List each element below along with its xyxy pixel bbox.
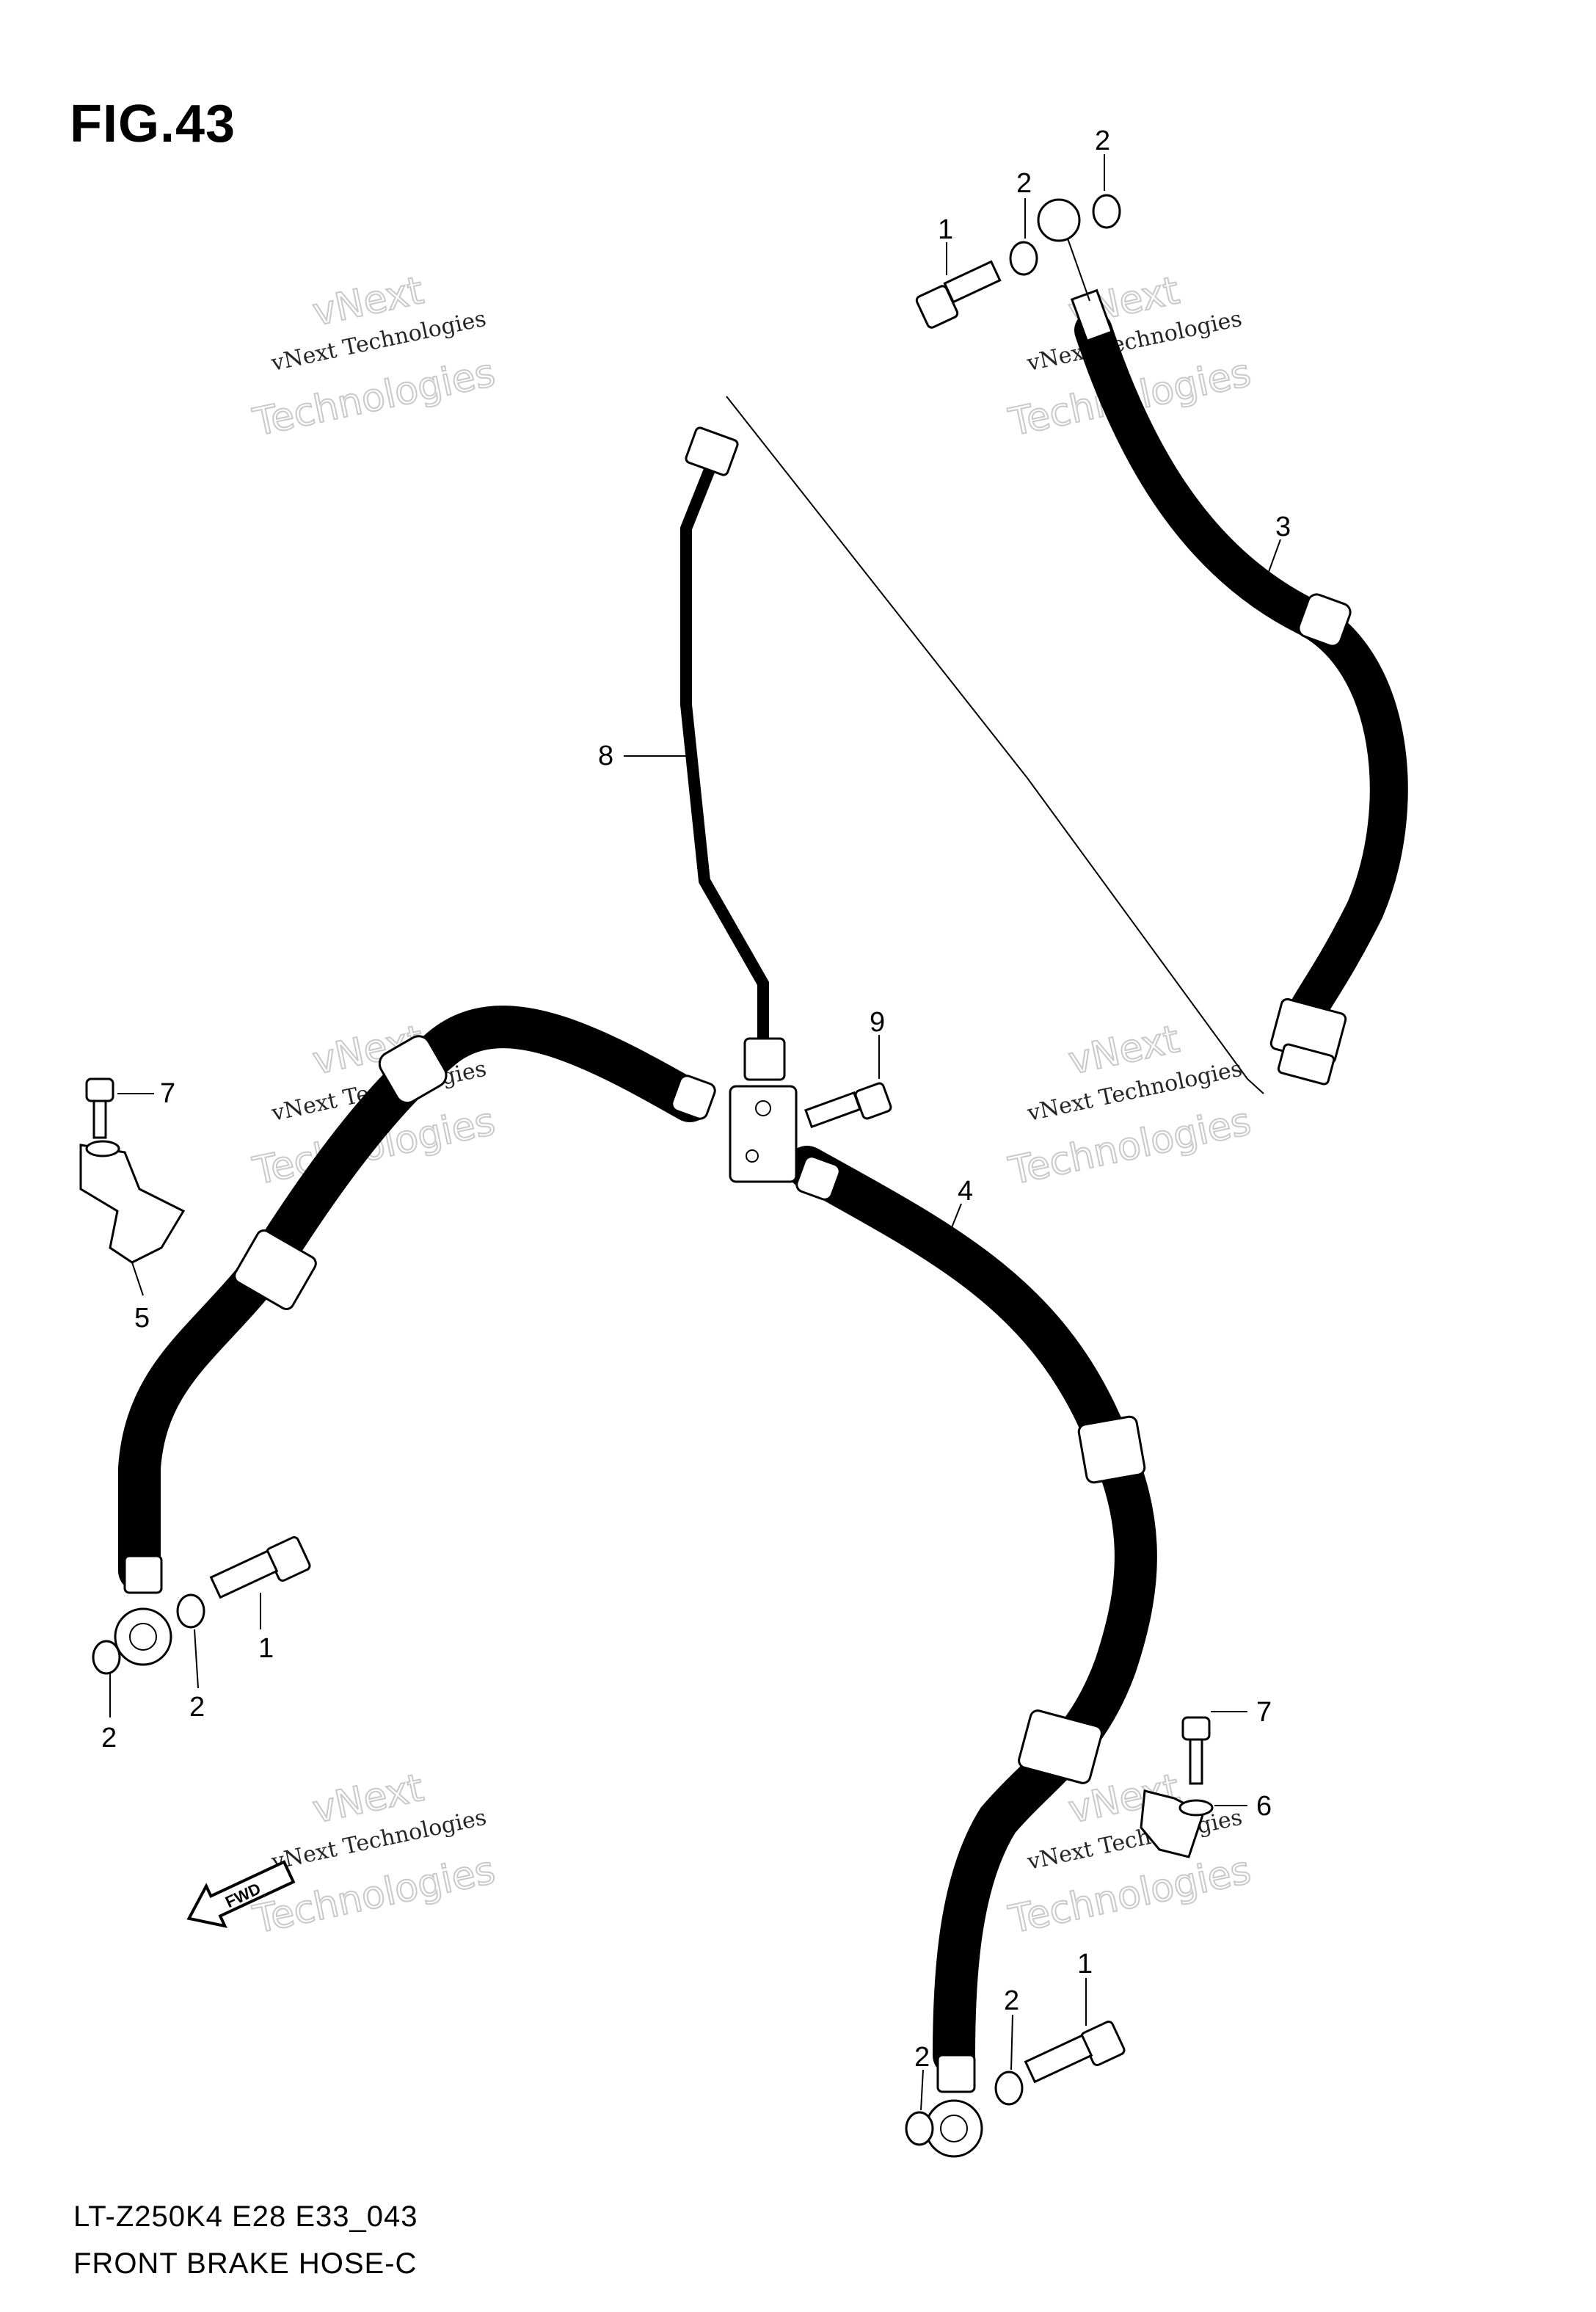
callout-2-right-a: 2 <box>1004 1985 1019 2016</box>
callout-2-top-a: 2 <box>1016 168 1032 199</box>
callout-9: 9 <box>870 1007 885 1038</box>
callout-2-right-b: 2 <box>914 2042 930 2073</box>
callout-leaders <box>109 154 1281 2111</box>
callout-2-left-a: 2 <box>189 1692 205 1723</box>
callout-5: 5 <box>134 1303 150 1334</box>
washer-2-right-b <box>905 2111 934 2146</box>
main-hose-4 <box>114 1006 1157 2158</box>
bracket-6 <box>1140 1789 1214 1858</box>
callout-7-left: 7 <box>160 1078 175 1109</box>
brake-pipe-8 <box>680 426 786 1081</box>
figure-name: FRONT BRAKE HOSE-C <box>73 2247 418 2280</box>
model-code: LT-Z250K4 E28 E33_043 <box>73 2200 418 2233</box>
bolt-7-left <box>85 1077 114 1139</box>
watermark-top-left: vNext vNext Technologies Technologies <box>249 268 500 446</box>
connection-line <box>726 396 1248 1080</box>
callout-2-left-b: 2 <box>101 1723 117 1753</box>
watermark-mid-right: vNext vNext Technologies Technologies <box>1005 1017 1256 1195</box>
callout-2-top-b: 2 <box>1095 126 1110 156</box>
washer-2-left-b <box>92 1640 121 1675</box>
callout-3: 3 <box>1275 512 1291 542</box>
bolt-1-left <box>209 1536 311 1599</box>
callout-8: 8 <box>598 741 613 771</box>
bolt-7-right <box>1181 1716 1211 1785</box>
washer-2-right-a <box>994 2071 1024 2106</box>
figure-title: FIG.43 <box>70 95 236 153</box>
callout-6: 6 <box>1256 1791 1272 1822</box>
washer-2-top-a <box>1009 241 1038 276</box>
callout-7-right: 7 <box>1256 1697 1272 1728</box>
watermark-bottom-left: vNext vNext Technologies Technologies <box>249 1765 500 1944</box>
callout-numbers: 1 2 2 3 8 9 7 5 4 1 2 2 7 6 2 2 1 <box>101 126 1291 2073</box>
upper-hose-3 <box>1037 198 1408 1086</box>
washer-2-left-a <box>176 1593 205 1629</box>
callout-4: 4 <box>958 1176 973 1207</box>
callout-1-left: 1 <box>258 1633 274 1664</box>
callout-1-right: 1 <box>1077 1949 1093 1980</box>
bolt-1-right <box>1024 2021 1126 2084</box>
bolt-1-top <box>915 260 1002 329</box>
washer-2-top-b <box>1092 194 1121 229</box>
bracket-5 <box>79 1140 186 1264</box>
callout-1-top: 1 <box>938 214 953 245</box>
bolt-9 <box>804 1082 892 1129</box>
